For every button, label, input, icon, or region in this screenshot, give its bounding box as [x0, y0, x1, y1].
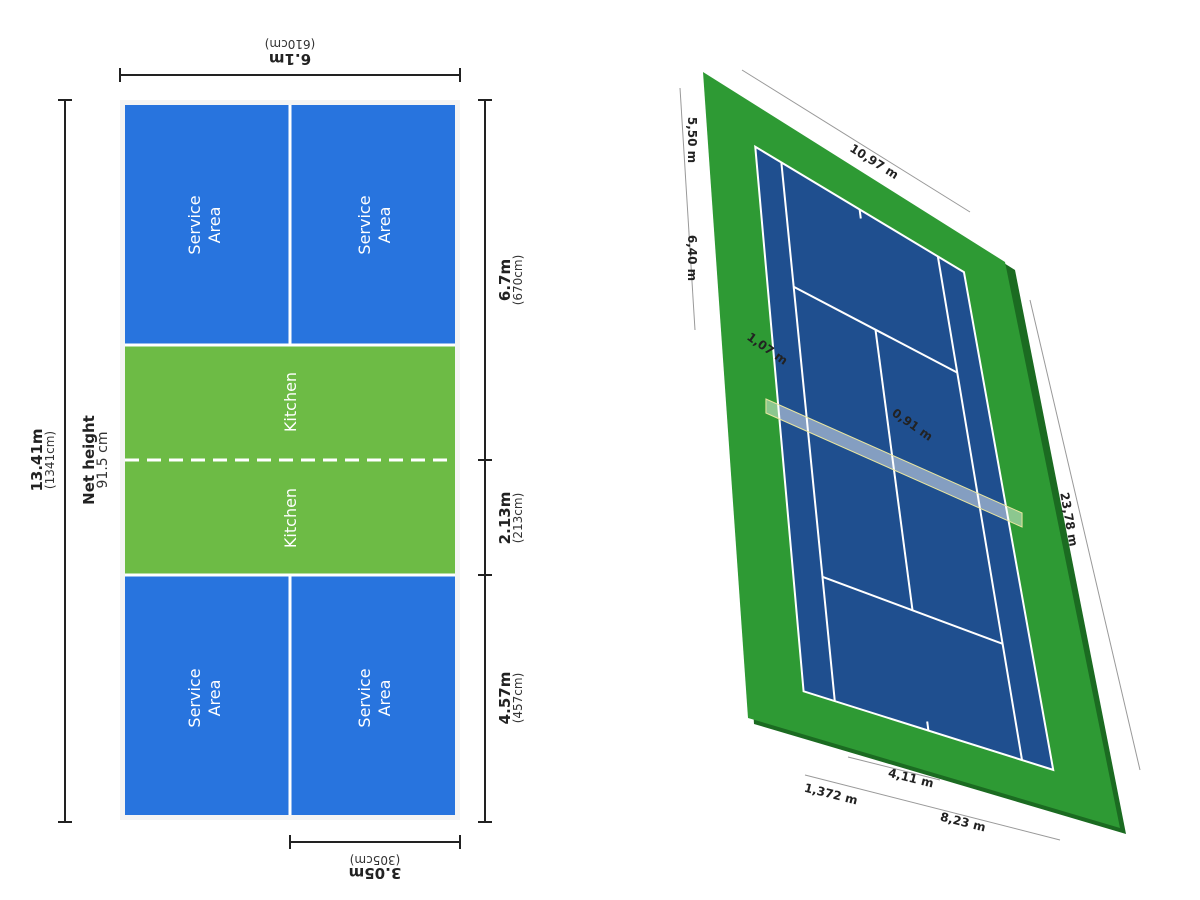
net-height-value: 91.5 cm: [95, 432, 111, 489]
net-height-label: Net height: [80, 415, 98, 505]
area-label: Area: [205, 680, 224, 717]
dimension-line: [847, 756, 941, 781]
area-label: Area: [375, 680, 394, 717]
area-label: Area: [205, 207, 224, 244]
tennis-court: [679, 69, 1141, 841]
kitchen-label: Kitchen: [281, 372, 300, 432]
service-depth-label: 6.7m: [496, 259, 514, 301]
service-label: Service: [185, 668, 204, 727]
length-cm-label: (1341cm): [43, 431, 57, 489]
kitchen-label: Kitchen: [281, 488, 300, 548]
half-width-cm-label: (305cm): [350, 853, 401, 867]
service-label: Service: [185, 195, 204, 254]
length-label: 13.41m: [28, 428, 46, 491]
pickleball-court: Service Area Service Area Service Area S…: [120, 100, 460, 820]
lower-service-cm: (457cm): [511, 673, 525, 724]
dimension-line: [1029, 299, 1141, 771]
service-label: Service: [355, 195, 374, 254]
service-label: Service: [355, 668, 374, 727]
service-depth-cm: (670cm): [511, 255, 525, 306]
kitchen-depth-cm: (213cm): [511, 493, 525, 544]
width-cm-label: (610cm): [265, 37, 316, 51]
singles-width-label: 8,23 m: [939, 810, 987, 835]
kitchen-depth-label: 2.13m: [496, 492, 514, 545]
width-label: 6.1m: [269, 50, 311, 68]
net: [765, 398, 1023, 528]
dimension-line: [679, 87, 696, 331]
center-mark: [858, 209, 862, 219]
court-surface: [754, 144, 1055, 772]
service-line-label: 6,40 m: [685, 235, 699, 281]
area-label: Area: [375, 207, 394, 244]
runoff-label: 5,50 m: [685, 117, 699, 163]
alley-label: 1,372 m: [803, 781, 859, 808]
dimension-line: [804, 774, 1061, 841]
dimension-lines: [58, 68, 492, 849]
center-mark: [926, 721, 930, 731]
lower-service-label: 4.57m: [496, 672, 514, 725]
half-width-label: 3.05m: [349, 864, 402, 882]
dimension-line: [741, 69, 971, 213]
